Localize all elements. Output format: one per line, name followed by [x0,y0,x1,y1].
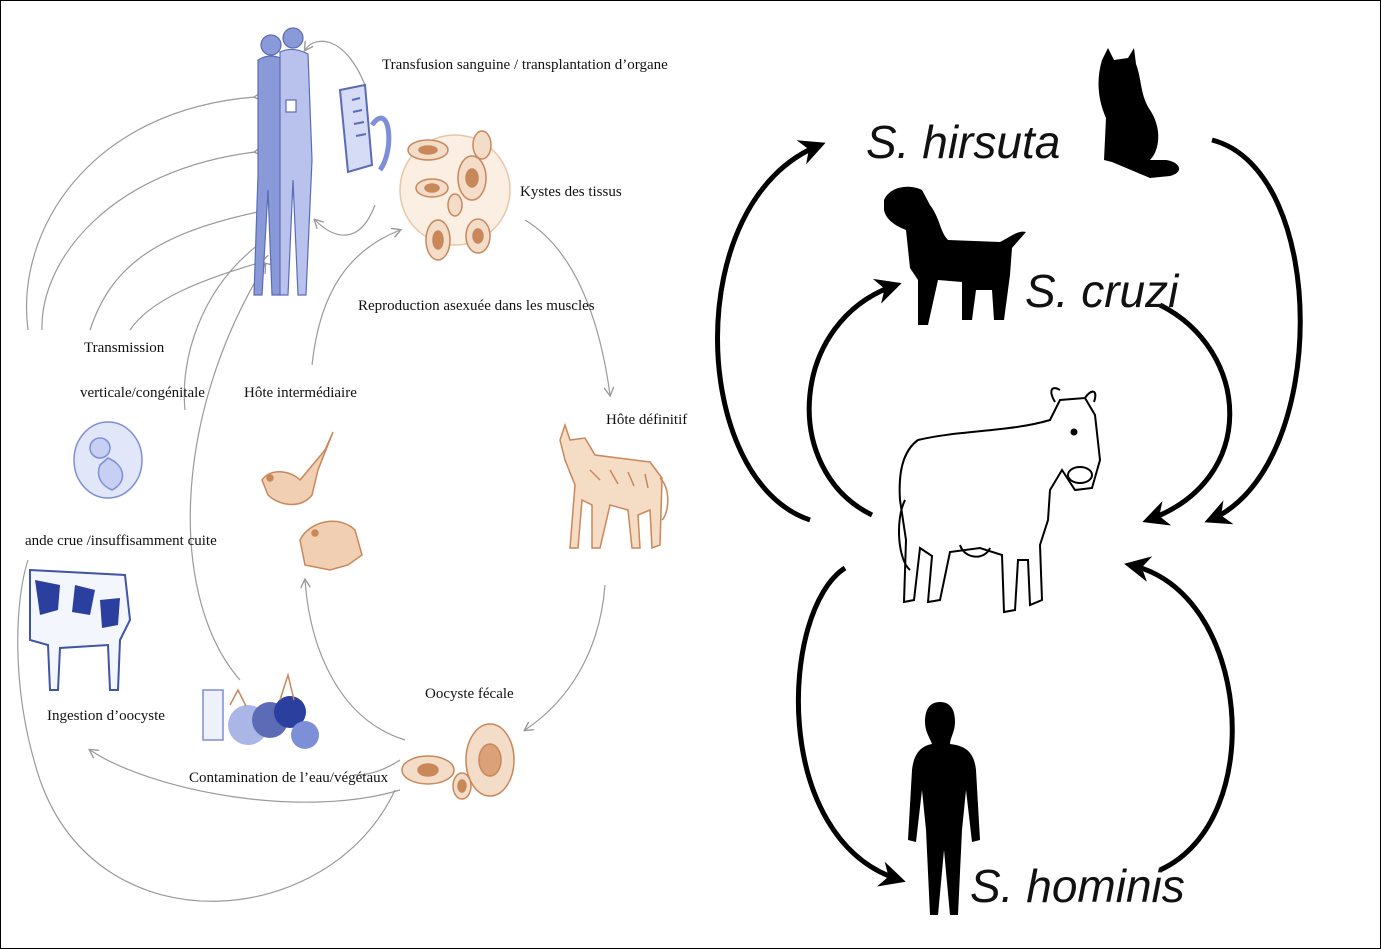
label-transfusion: Transfusion sanguine / transplantation d… [382,57,668,73]
oocyst-icon [402,724,514,799]
arrow-outer-1 [27,97,255,330]
cow-icon [30,570,130,690]
arrow-hominis-to-cow [1130,565,1232,870]
label-raw-meat: ande crue /insuffisamment cuite [25,533,217,549]
left-life-cycle: Transfusion sanguine / transplantation d… [18,28,687,901]
arrow-transfusion-top [305,41,365,85]
arrow-hirsuta-outer [718,145,821,520]
label-asexual-reproduction: Reproduction asexuée dans les muscles [358,298,595,314]
label-s-cruzi: S. cruzi [1025,265,1180,317]
arrow-cat-to-oocyst [525,585,605,730]
label-s-hominis: S. hominis [970,860,1185,912]
tissue-cyst-icon [400,131,510,260]
label-definitive-host: Hôte définitif [606,412,687,428]
right-life-cycle: S. hirsuta S. cruzi S. hominis [718,48,1301,915]
label-fecal-oocyst: Oocyste fécale [425,686,514,702]
arrow-cruzi-return [1148,305,1230,520]
vegetables-icon [203,675,319,749]
arrow-outer-2 [42,152,255,330]
cow-outline-icon [899,388,1100,612]
label-water-contamination: Contamination de l’eau/végétaux [189,770,389,786]
arrow-cruzi-inner [809,285,896,515]
label-vertical-line1: Transmission [84,340,165,356]
dog-silhouette-icon [884,187,1026,325]
human-couple-icon [254,28,312,295]
arrow-oocyst-to-intermediate [305,580,405,740]
fetus-icon [74,422,142,498]
label-tissue-cysts: Kystes des tissus [520,184,622,200]
label-s-hirsuta: S. hirsuta [866,116,1060,168]
label-oocyst-ingestion: Ingestion d’oocyste [47,708,165,724]
arrow-cow-to-hominis [798,568,900,880]
bird-rodent-icon [262,432,362,570]
arrow-hirsuta-return [1210,140,1300,520]
label-vertical-line2: verticale/congénitale [80,385,205,401]
cat-silhouette-icon [1099,48,1180,178]
arrow-food-to-human [190,265,265,680]
blood-bag-icon [340,85,389,172]
cat-icon [560,425,668,548]
arrow-transfusion-bottom [315,205,375,235]
label-intermediate-host: Hôte intermédiaire [244,385,357,401]
arrow-outer-4 [130,262,262,330]
